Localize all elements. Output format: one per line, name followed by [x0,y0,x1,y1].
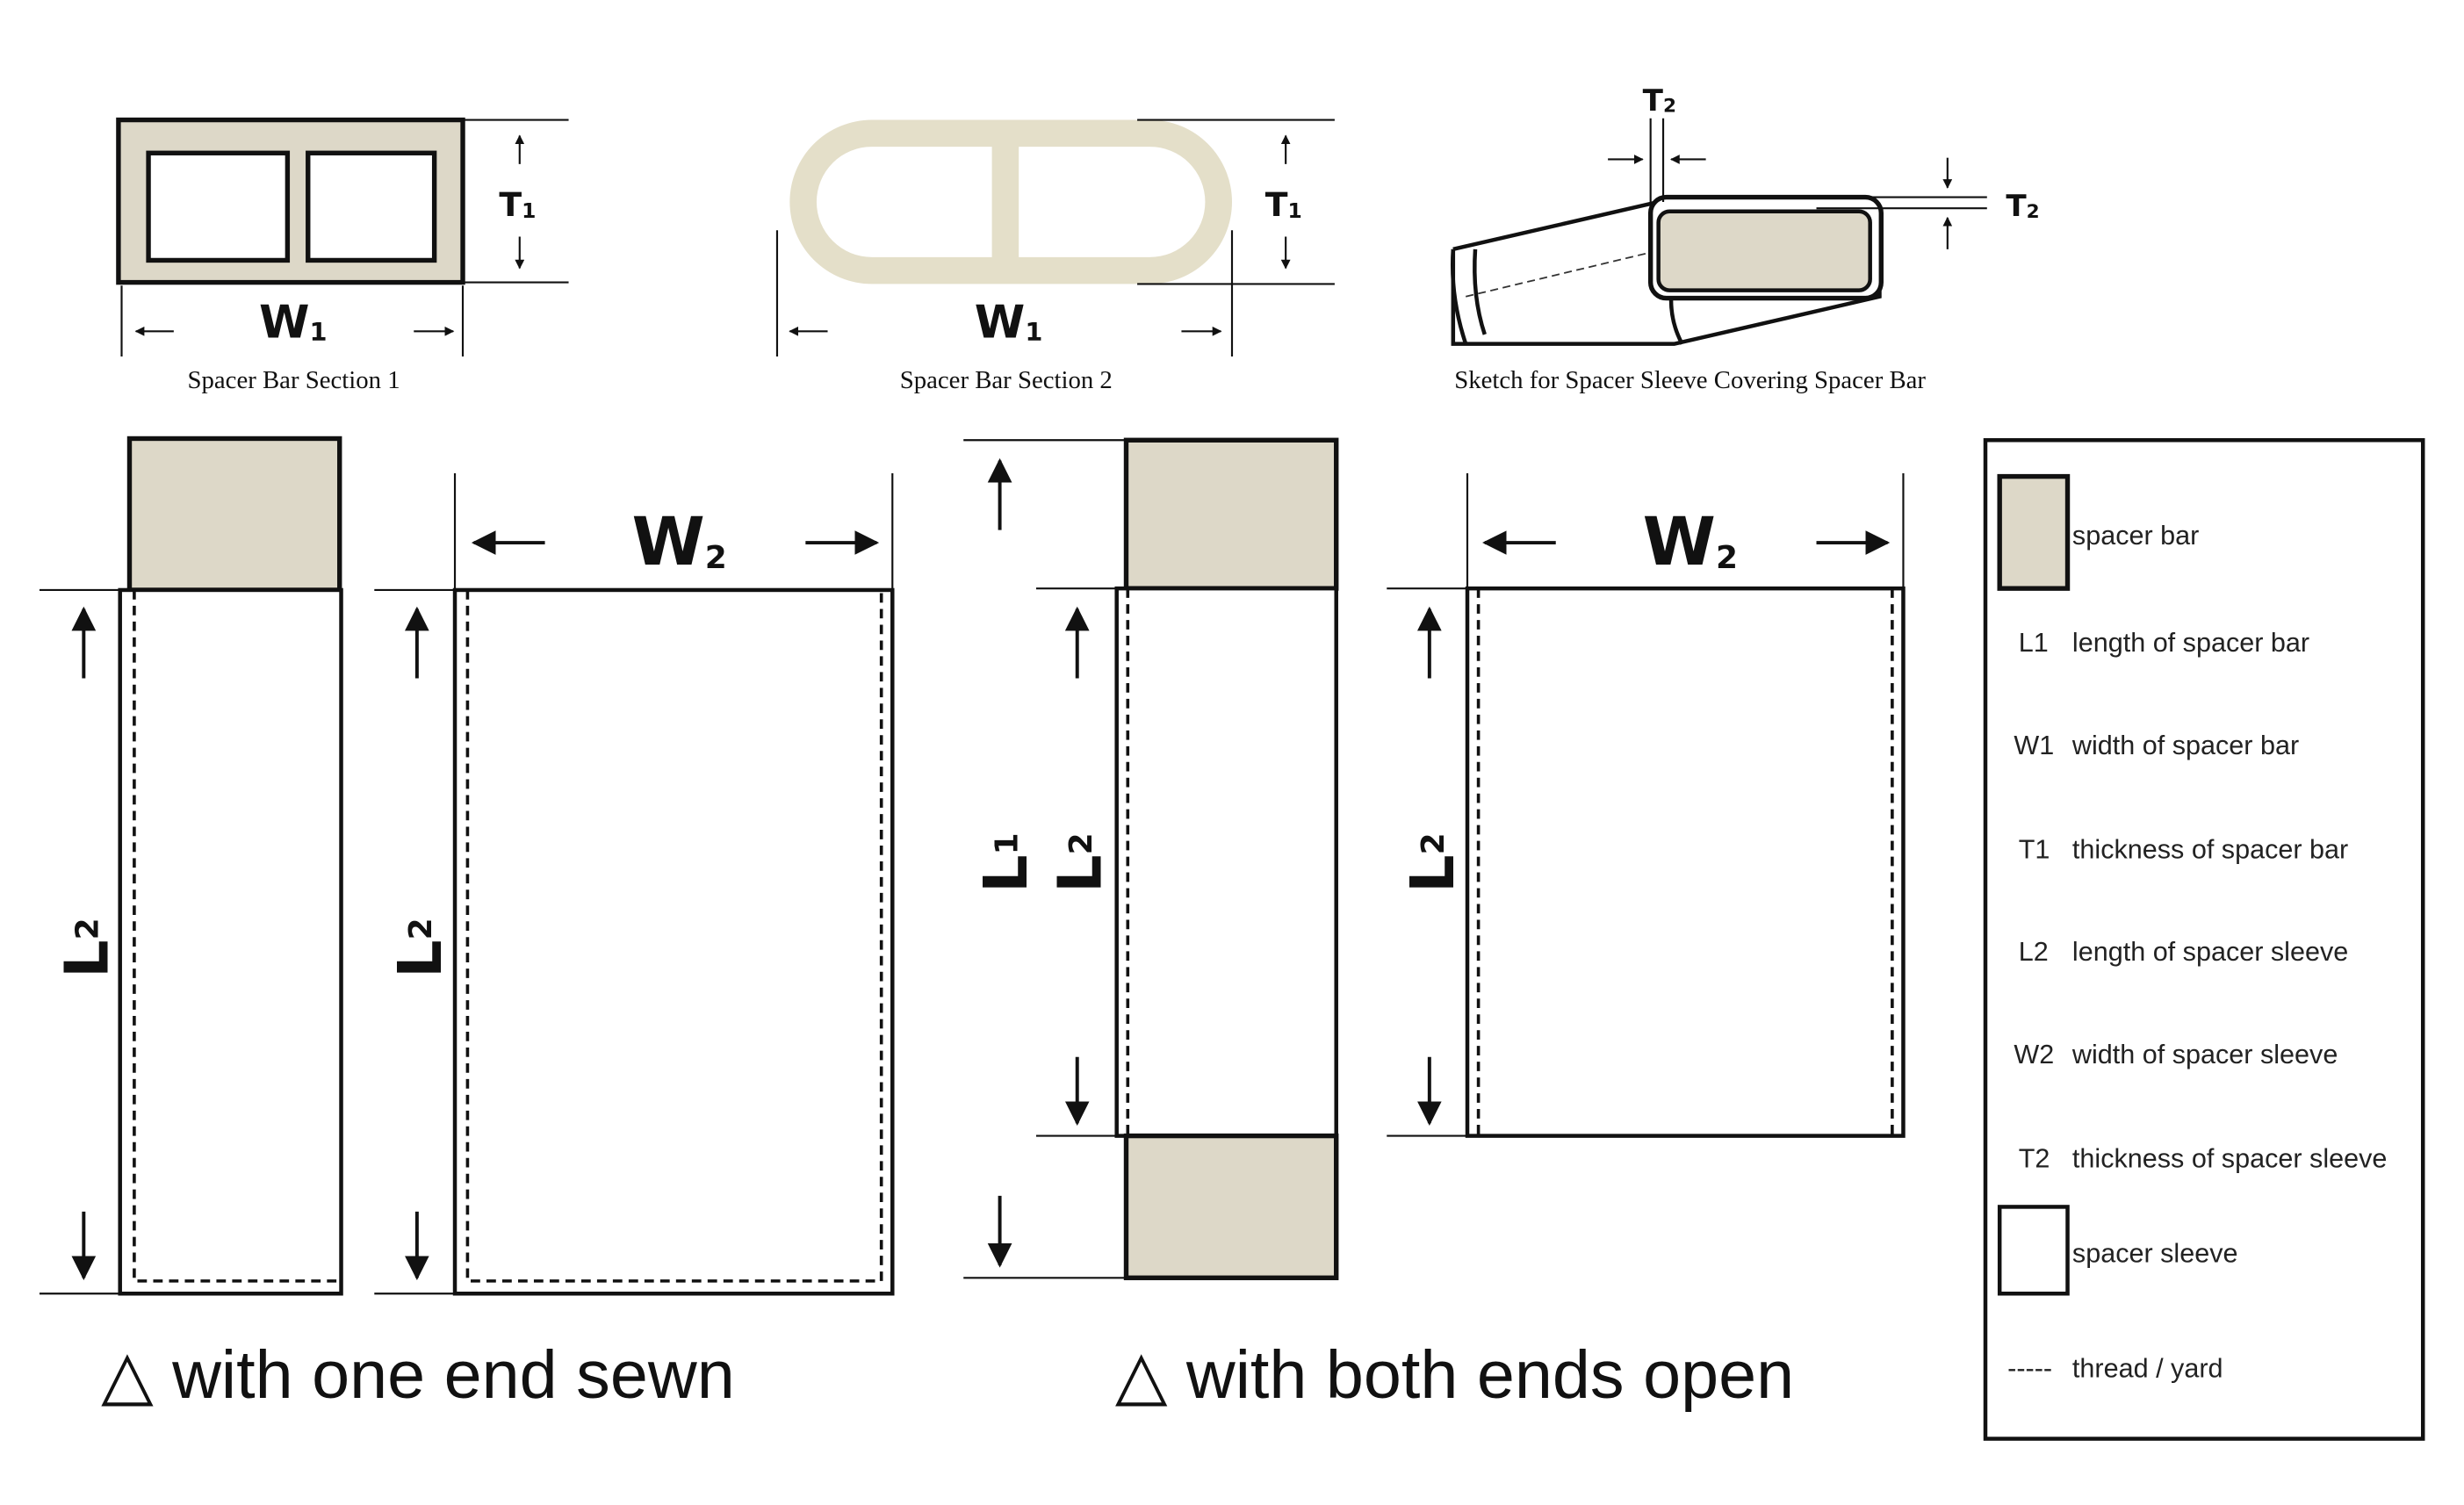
section1-w1-label: W1 [259,297,328,349]
both-ends-spacer-bar-bottom [1123,1133,1339,1280]
sketch-bar-end [1656,209,1872,292]
legend-desc: width of spacer sleeve [2071,1040,2338,1069]
legend-code: L2 [2019,937,2049,967]
one-end-sleeve-side [118,587,343,1296]
sketch-thread-line [1466,251,1651,298]
legend-desc: length of spacer sleeve [2072,937,2348,967]
one-end-caption: △ with one end sewn [101,1337,735,1413]
both-ends-sleeve-side [1114,586,1338,1138]
section2-w1-label: W1 [975,297,1043,349]
one-end-sleeve-front [452,587,895,1296]
both-ends-w2-label: W2 [1643,503,1738,580]
legend-thread-symbol: ----- [2007,1353,2052,1383]
spacer-bar-section-1: T1 W1 Spacer Bar Section 1 [116,117,569,394]
one-end-l2-label-a: L2 [53,918,122,978]
both-ends-l2-label-b: L2 [1399,832,1468,893]
one-end-spacer-bar [126,436,342,593]
legend-spacer-sleeve-label: spacer sleeve [2072,1238,2238,1268]
sketch-side-t2-label: T2 [2006,189,2039,224]
legend-code: T2 [2019,1144,2050,1174]
legend-code: T1 [2019,834,2050,864]
section1-caption: Spacer Bar Section 1 [188,366,400,394]
spacer-bar-section-2: T1 W1 Spacer Bar Section 2 [775,119,1335,394]
legend: spacer bar L1 length of spacer bar W1 wi… [1983,438,2425,1441]
one-end-l2-label-b: L2 [386,918,456,978]
section2-caption: Spacer Bar Section 2 [900,366,1113,394]
both-ends-sleeve-front [1465,586,1906,1138]
both-ends-l1-label: L1 [972,832,1041,893]
legend-desc: thickness of spacer sleeve [2072,1144,2387,1174]
legend-spacer-sleeve-swatch [1997,1205,2070,1296]
section1-cavity-right [306,150,437,263]
section2-bar-shape [789,119,1233,284]
sleeve-sketch: T2 T2 Sketch for Spacer Sleeve Covering … [1450,83,2040,394]
legend-code: W1 [2014,731,2054,760]
one-end-w2-label: W2 [631,503,726,580]
section1-cavity-left [146,150,291,263]
diagram-both-ends-open: L1 L2 L2 W2 △ with both ends open [963,437,1906,1413]
sketch-caption: Sketch for Spacer Sleeve Covering Spacer… [1454,366,1926,394]
legend-thread-label: thread / yard [2072,1353,2223,1383]
legend-spacer-bar-swatch [1997,473,2071,591]
section2-t1-label: T1 [1265,185,1302,224]
both-ends-l2-label-a: L2 [1047,832,1116,893]
legend-code: L1 [2019,628,2049,658]
legend-desc: length of spacer bar [2072,628,2309,658]
legend-code: W2 [2014,1040,2054,1069]
both-ends-spacer-bar-top [1123,437,1339,591]
legend-desc: thickness of spacer bar [2072,834,2348,864]
legend-spacer-bar-label: spacer bar [2072,521,2199,551]
legend-desc: width of spacer bar [2071,731,2299,760]
section1-t1-label: T1 [499,185,536,224]
both-ends-caption: △ with both ends open [1115,1337,1794,1413]
sketch-sleeve-top-edge [1452,199,1660,252]
sketch-top-t2-label: T2 [1643,83,1676,119]
one-end-side-thread [133,589,342,1283]
diagram-one-end-sewn: L2 L2 W2 △ with one end sewn [39,436,895,1413]
